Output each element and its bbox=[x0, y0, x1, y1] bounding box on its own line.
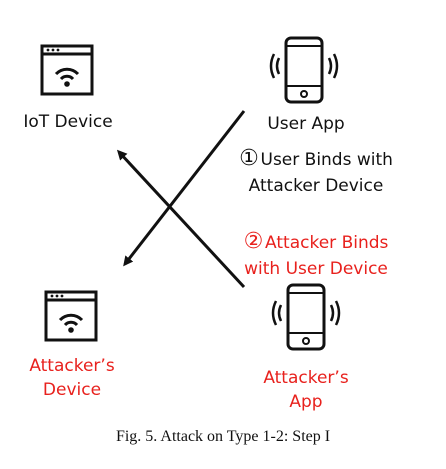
step-1-line1: User Binds with bbox=[260, 150, 393, 170]
step-2-line1: Attacker Binds bbox=[265, 233, 389, 253]
arrow-user-app-to-attacker-device bbox=[123, 110, 246, 267]
step-2-label: ② Attacker Binds with User Device bbox=[226, 229, 406, 282]
attacker-device-label: Attacker’s Device bbox=[12, 354, 132, 402]
figure-caption: Fig. 5. Attack on Type 1-2: Step I bbox=[115, 428, 331, 445]
step-1-label: ① User Binds with Attacker Device bbox=[226, 146, 406, 199]
step-2-line2: with User Device bbox=[244, 259, 388, 279]
step-2-number: ② bbox=[243, 229, 264, 254]
step-1-line2: Attacker Device bbox=[248, 176, 384, 196]
iot-device-icon bbox=[40, 44, 94, 96]
smartphone-icon bbox=[271, 283, 341, 351]
arrow-attacker-app-to-iot-device bbox=[116, 149, 246, 289]
attacker-app-label-line2: App bbox=[289, 392, 323, 412]
step-1-number: ① bbox=[239, 146, 259, 171]
iot-device-icon bbox=[44, 290, 98, 342]
attacker-app-label-line1: Attacker’s bbox=[263, 368, 349, 388]
smartphone-icon bbox=[269, 36, 339, 104]
iot-device-label: IoT Device bbox=[23, 112, 113, 132]
user-app-label: User App bbox=[267, 114, 345, 134]
attacker-device-label-line1: Attacker’s bbox=[29, 356, 115, 376]
attacker-app-label: Attacker’s App bbox=[246, 366, 366, 414]
attacker-device-label-line2: Device bbox=[42, 380, 102, 400]
